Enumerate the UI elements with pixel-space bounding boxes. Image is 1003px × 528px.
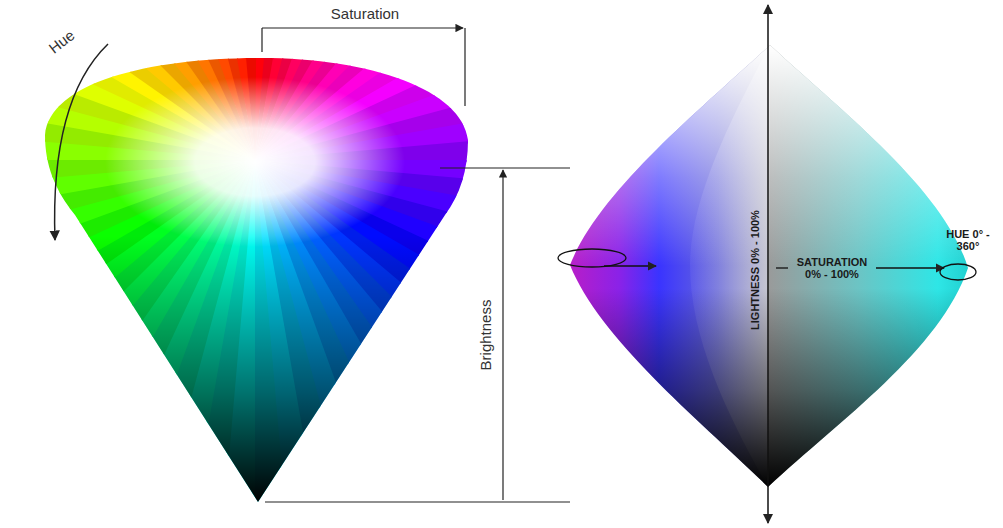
saturation-tick [261, 28, 262, 52]
saturation-label: Saturation [331, 6, 399, 23]
saturation-arrow [876, 267, 944, 268]
lightness-axis [767, 5, 769, 523]
cone-shading [40, 58, 470, 504]
hue-ring [940, 264, 976, 280]
saturation-range-label: SATURATION 0% - 100% [791, 256, 873, 280]
hue-arrow [604, 265, 656, 266]
hue-range-label: HUE 0° - 360° [937, 228, 999, 252]
brightness-tick [265, 501, 570, 502]
saturation-arrow [262, 27, 463, 28]
hsl-double-cone [560, 40, 973, 490]
brightness-tick [440, 167, 570, 168]
saturation-tick [464, 28, 465, 106]
lightness-shading [560, 40, 973, 490]
lightness-label: LIGHTNESS 0% - 100% [749, 210, 761, 330]
saturation-arrow [776, 267, 788, 268]
brightness-label: Brightness [478, 300, 495, 371]
hue-ring [558, 249, 626, 267]
hue-label: Hue [46, 27, 78, 57]
brightness-arrow [502, 170, 503, 500]
hue-arrow [55, 44, 108, 240]
